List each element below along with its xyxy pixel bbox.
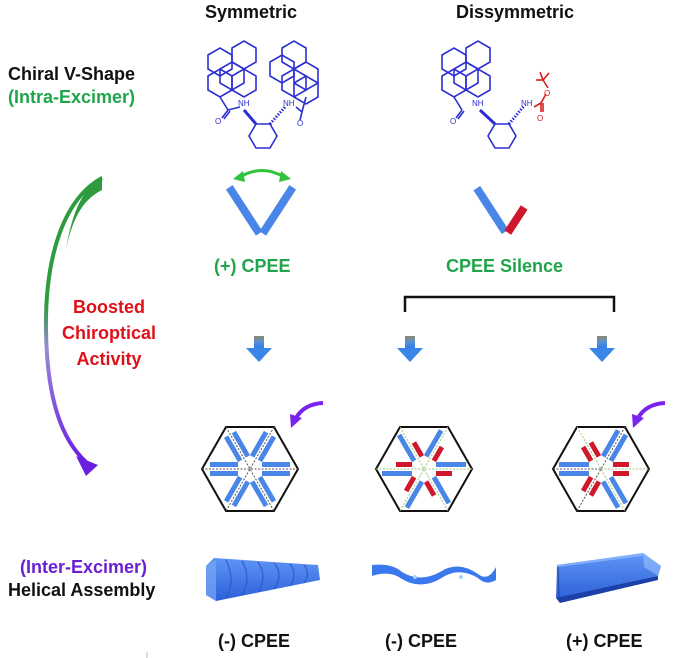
atom-o-left: O — [215, 117, 221, 126]
label-inter-excimer: (Inter-Excimer) — [20, 557, 148, 577]
atom-o-carbonyl: O — [537, 114, 543, 123]
v-shape-symmetric — [225, 185, 297, 236]
column-header-symmetric: Symmetric — [205, 2, 298, 22]
bar-blue-left — [225, 185, 263, 236]
down-arrow-icon-1 — [246, 336, 272, 362]
column-header-dissymmetric: Dissymmetric — [456, 2, 575, 22]
oscillation-arrow-icon — [233, 169, 291, 182]
label-boosted-line1: Boosted — [73, 297, 145, 317]
label-intra-excimer: (Intra-Excimer) — [8, 87, 136, 107]
pyrene-single — [441, 40, 491, 98]
rotation-arrow-icon-1 — [290, 401, 324, 428]
molecule-symmetric: NH O NH O — [207, 40, 319, 149]
hexagon-assembly-dissymmetric-a — [374, 426, 474, 512]
atom-nh-right: NH — [283, 99, 295, 108]
molecule-dissymmetric: NH O NH O O — [441, 40, 550, 149]
bar-red-single — [504, 205, 528, 235]
boost-curve-arrow-icon — [43, 176, 103, 476]
split-bracket — [403, 295, 616, 312]
pyrene-right — [269, 40, 319, 105]
bar-blue-right — [259, 185, 297, 236]
morphology-twisted-bundle — [206, 558, 320, 601]
morphology-tube-prism — [556, 553, 661, 603]
bar-blue-single — [473, 186, 509, 234]
atom-nh-amide: NH — [472, 99, 484, 108]
boc-group: O O — [533, 71, 550, 123]
atom-o-right: O — [297, 119, 303, 128]
v-shape-dissymmetric — [473, 186, 528, 235]
down-arrow-icon-3 — [589, 336, 615, 362]
label-boosted-line3: Activity — [76, 349, 142, 369]
hexagon-assembly-dissymmetric-b — [551, 426, 651, 512]
cpee-label-assembly-2: (-) CPEE — [385, 631, 457, 651]
rotation-arrow-icon-2 — [632, 401, 666, 428]
cpee-label-dissymmetric: CPEE Silence — [446, 256, 564, 276]
atom-nh-carbamate: NH — [521, 99, 533, 108]
pyrene-left — [207, 40, 257, 98]
label-boosted-line2: Chiroptical — [61, 323, 156, 343]
cpee-label-assembly-3: (+) CPEE — [566, 631, 643, 651]
label-boosted-chiroptical-activity: Boosted Chiroptical Activity — [44, 294, 174, 372]
cpee-label-symmetric: (+) CPEE — [214, 256, 291, 276]
atom-nh-left: NH — [238, 99, 250, 108]
label-chiral-v-shape: Chiral V-Shape — [8, 64, 136, 84]
atom-o-ester: O — [544, 89, 550, 98]
atom-o-amide: O — [450, 117, 456, 126]
label-helical-assembly: Helical Assembly — [8, 580, 156, 600]
hexagon-assembly-symmetric — [200, 426, 300, 512]
cpee-label-assembly-1: (-) CPEE — [218, 631, 290, 651]
morphology-twisted-ribbon — [372, 564, 496, 585]
down-arrow-icon-2 — [397, 336, 423, 362]
